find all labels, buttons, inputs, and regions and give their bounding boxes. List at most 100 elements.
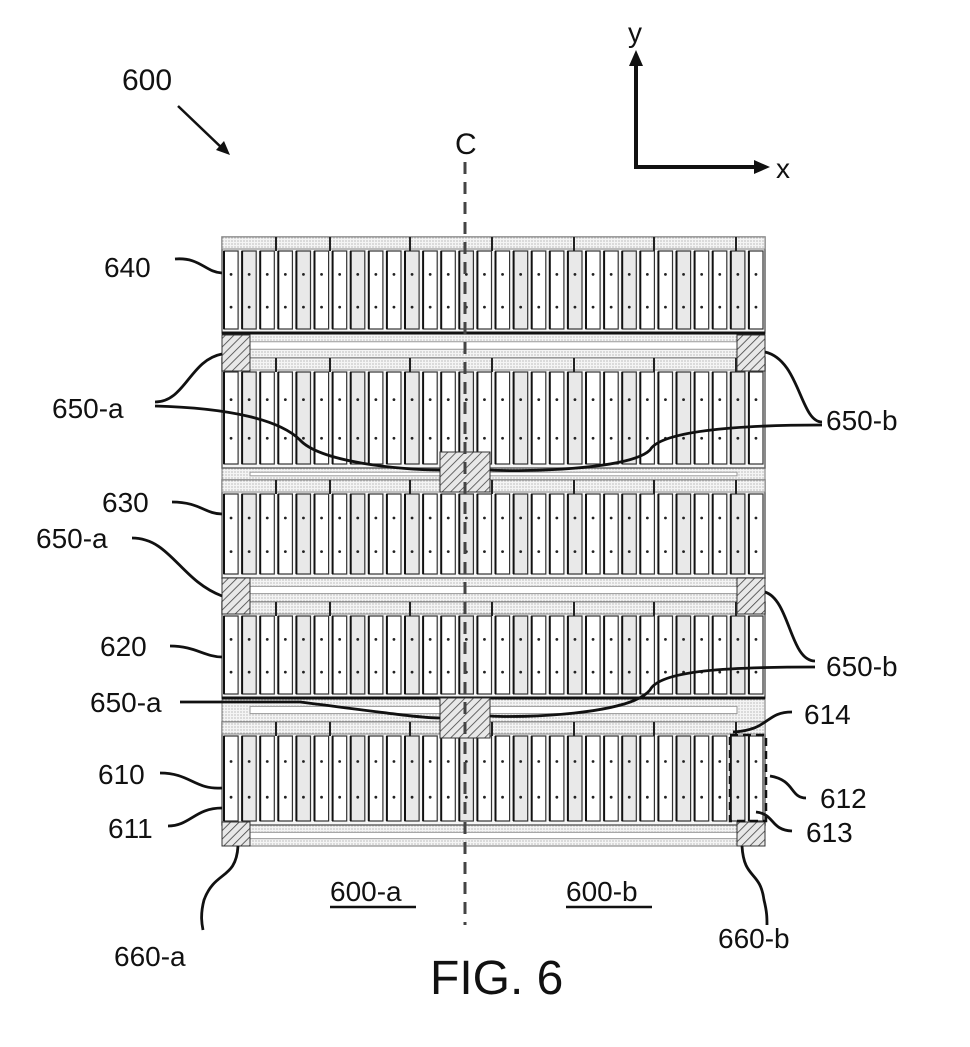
battery-cell <box>333 616 347 694</box>
battery-cell <box>713 372 727 464</box>
cell-terminal-dot <box>646 437 649 440</box>
cell-terminal-dot <box>338 517 341 520</box>
cell-terminal-dot <box>374 671 377 674</box>
module-row-620 <box>222 602 765 698</box>
battery-cell <box>749 494 763 574</box>
cell-terminal-dot <box>610 437 613 440</box>
cell-terminal-dot <box>755 437 758 440</box>
cell-terminal-dot <box>374 306 377 309</box>
battery-cell <box>568 736 582 821</box>
cell-terminal-dot <box>628 306 631 309</box>
cell-terminal-dot <box>700 760 703 763</box>
cell-terminal-dot <box>610 550 613 553</box>
battery-cell <box>622 494 636 574</box>
cell-terminal-dot <box>411 517 414 520</box>
battery-cell <box>713 494 727 574</box>
cell-terminal-dot <box>736 517 739 520</box>
block-650-b-top-right <box>737 335 765 371</box>
battery-cell <box>351 372 365 464</box>
cell-terminal-dot <box>465 398 468 401</box>
battery-cell <box>568 616 582 694</box>
cell-terminal-dot <box>284 517 287 520</box>
x-arrow-icon <box>754 160 770 174</box>
leader-620 <box>170 646 222 657</box>
cell-terminal-dot <box>755 796 758 799</box>
cell-terminal-dot <box>610 517 613 520</box>
cell-terminal-dot <box>519 273 522 276</box>
cell-terminal-dot <box>736 306 739 309</box>
battery-cell <box>604 251 618 329</box>
cell-terminal-dot <box>248 671 251 674</box>
battery-cell <box>532 616 546 694</box>
battery-cell <box>296 494 310 574</box>
label-613: 613 <box>806 817 853 848</box>
cell-terminal-dot <box>411 760 414 763</box>
battery-cell <box>677 736 691 821</box>
battery-cell <box>695 372 709 464</box>
cell-terminal-dot <box>555 550 558 553</box>
label-660-a: 660-a <box>114 941 186 972</box>
cell-terminal-dot <box>501 638 504 641</box>
cell-terminal-dot <box>537 306 540 309</box>
cell-terminal-dot <box>592 517 595 520</box>
cell-terminal-dot <box>356 671 359 674</box>
label-611: 611 <box>108 813 153 844</box>
cell-terminal-dot <box>646 398 649 401</box>
battery-cell <box>532 372 546 464</box>
battery-cell <box>658 372 672 464</box>
cell-terminal-dot <box>447 306 450 309</box>
cell-terminal-dot <box>628 437 631 440</box>
battery-cell <box>604 616 618 694</box>
cell-terminal-dot <box>230 398 233 401</box>
battery-cell <box>224 251 238 329</box>
cell-terminal-dot <box>393 796 396 799</box>
cell-terminal-dot <box>230 517 233 520</box>
cell-terminal-dot <box>284 306 287 309</box>
battery-cell <box>604 372 618 464</box>
battery-cell <box>477 494 491 574</box>
cell-terminal-dot <box>320 796 323 799</box>
cell-terminal-dot <box>592 398 595 401</box>
cell-terminal-dot <box>374 796 377 799</box>
cell-terminal-dot <box>646 638 649 641</box>
leader-650-b-2a <box>765 592 815 661</box>
cell-terminal-dot <box>393 517 396 520</box>
cell-terminal-dot <box>284 671 287 674</box>
label-650-a-3: 650-a <box>90 687 162 718</box>
cell-terminal-dot <box>356 517 359 520</box>
cell-terminal-dot <box>374 398 377 401</box>
cell-terminal-dot <box>447 796 450 799</box>
cell-terminal-dot <box>248 306 251 309</box>
cell-terminal-dot <box>574 398 577 401</box>
battery-cell <box>351 736 365 821</box>
battery-cell <box>749 251 763 329</box>
battery-cell <box>333 251 347 329</box>
cell-terminal-dot <box>610 796 613 799</box>
cell-terminal-dot <box>374 517 377 520</box>
cell-terminal-dot <box>664 550 667 553</box>
battery-cell <box>586 616 600 694</box>
cell-terminal-dot <box>610 306 613 309</box>
cell-terminal-dot <box>537 671 540 674</box>
battery-cell <box>550 616 564 694</box>
cell-terminal-dot <box>519 437 522 440</box>
cell-terminal-dot <box>230 796 233 799</box>
cell-terminal-dot <box>411 437 414 440</box>
battery-cell <box>695 251 709 329</box>
module-row-630 <box>222 480 765 578</box>
battery-cell <box>622 736 636 821</box>
battery-cell <box>586 494 600 574</box>
cell-terminal-dot <box>320 306 323 309</box>
cell-terminal-dot <box>429 517 432 520</box>
cell-terminal-dot <box>501 760 504 763</box>
battery-cell <box>731 616 745 694</box>
cell-terminal-dot <box>338 671 341 674</box>
cell-terminal-dot <box>537 273 540 276</box>
cell-terminal-dot <box>266 437 269 440</box>
battery-cell <box>387 736 401 821</box>
battery-cell <box>658 251 672 329</box>
battery-cell <box>496 494 510 574</box>
battery-modules <box>222 237 765 846</box>
cell-terminal-dot <box>320 550 323 553</box>
cell-terminal-dot <box>574 671 577 674</box>
